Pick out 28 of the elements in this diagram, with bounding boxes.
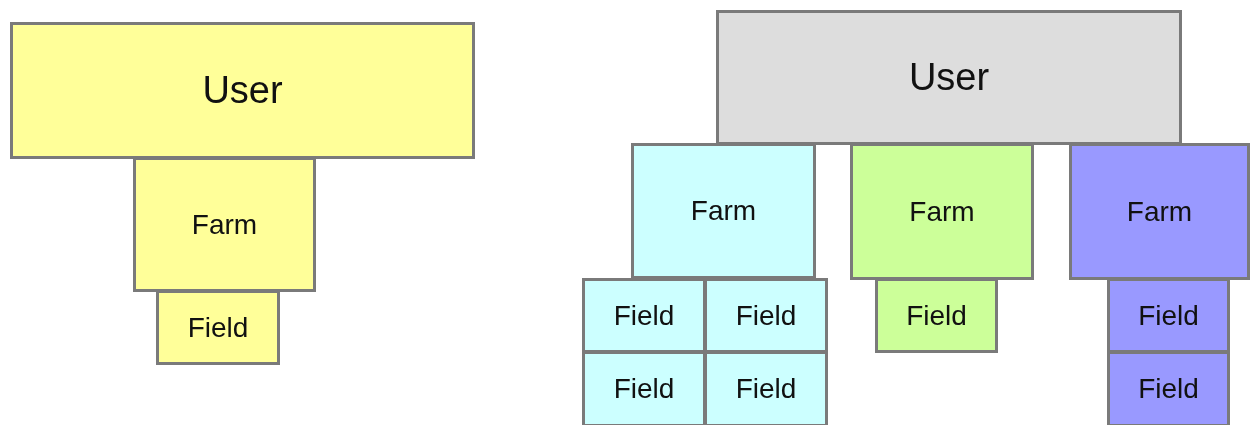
box-label: Farm (191, 208, 258, 241)
box-label: Field (187, 311, 249, 344)
farm-box (631, 143, 816, 279)
box-label: User (202, 69, 283, 112)
box-label: Field (613, 373, 675, 405)
user-box (716, 10, 1182, 145)
box-label: Field (1138, 373, 1199, 405)
user-box (10, 22, 475, 159)
box-label: Field (906, 299, 967, 332)
box-label: Field (735, 299, 797, 332)
box-label: Farm (909, 195, 975, 228)
box-label: Field (613, 299, 675, 332)
field-box (704, 351, 828, 425)
box-label: Farm (690, 195, 757, 227)
field-box (156, 290, 280, 365)
box-label: Farm (1126, 195, 1193, 228)
farm-box (1069, 143, 1250, 280)
box-label: Field (1138, 299, 1199, 332)
field-box (1107, 351, 1230, 425)
box-label: User (908, 56, 990, 99)
field-box (582, 278, 706, 353)
box-label: Field (735, 373, 797, 405)
field-box (1107, 278, 1230, 353)
field-box (875, 278, 998, 353)
farm-box (850, 143, 1034, 280)
field-box (582, 351, 706, 425)
field-box (704, 278, 828, 353)
farm-box (133, 157, 316, 292)
